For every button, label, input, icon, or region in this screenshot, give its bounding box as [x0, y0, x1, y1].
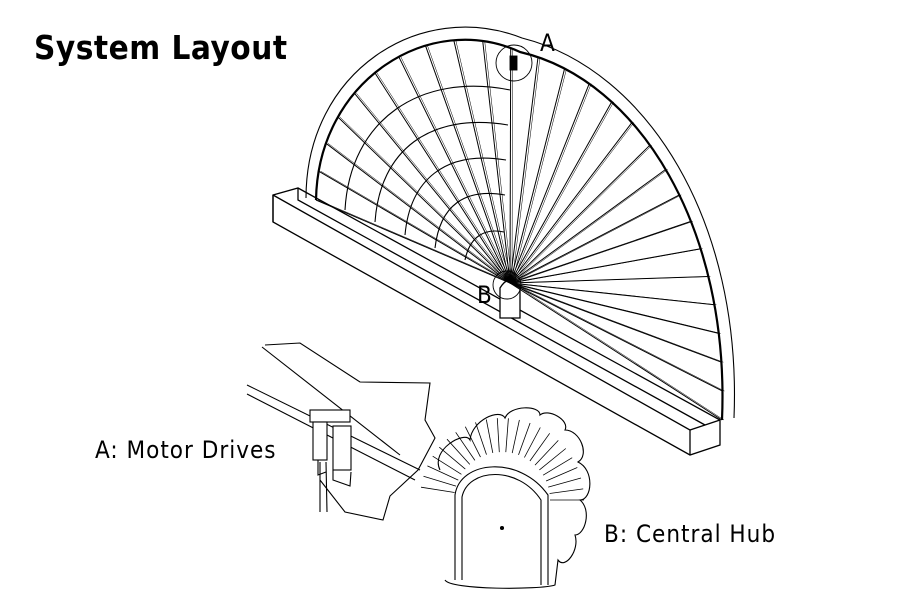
motor-unit-right	[332, 425, 352, 471]
spoke-line	[511, 282, 721, 334]
spoke-line	[511, 83, 592, 284]
central-hub-label: B: Central Hub	[604, 520, 777, 548]
spoke-line	[325, 142, 511, 284]
spoke-line	[511, 282, 717, 306]
spoke-line	[511, 122, 635, 284]
spoke-line	[511, 101, 614, 284]
spoke-line	[315, 199, 511, 284]
motor-drives-label: A: Motor Drives	[95, 436, 277, 464]
radial-spokes	[315, 40, 725, 421]
spoke-line	[509, 68, 566, 284]
detail-motor-drives	[246, 342, 436, 521]
spoke-line	[509, 282, 723, 392]
detail-central-hub	[437, 407, 591, 589]
spoke-line	[509, 282, 719, 334]
spoke-line	[509, 57, 539, 284]
hub-ray	[548, 477, 582, 488]
hub-ray	[439, 446, 466, 470]
spoke-line	[354, 92, 511, 284]
spoke-line	[376, 72, 513, 284]
spoke-line	[509, 220, 692, 284]
spoke-line	[511, 282, 724, 363]
spoke-line	[509, 248, 701, 284]
spoke-line	[339, 116, 513, 284]
spoke-line	[511, 145, 653, 284]
spoke-line	[398, 56, 511, 284]
hub-ray	[485, 419, 494, 453]
spoke-line	[511, 282, 725, 421]
spoke-line	[511, 48, 513, 284]
hub-ray	[511, 419, 520, 454]
spoke-line	[511, 282, 725, 392]
spoke-line	[455, 40, 513, 284]
spoke-line	[511, 169, 668, 284]
hub-ray	[423, 475, 457, 487]
spoke-line	[337, 116, 511, 284]
spoke-line	[317, 199, 513, 284]
hub-ray	[420, 486, 455, 493]
spoke-line	[509, 144, 651, 284]
hub-rays	[420, 418, 584, 501]
spoke-line	[318, 170, 511, 284]
hub-ray	[542, 457, 573, 476]
spoke-line	[374, 72, 511, 284]
motor-unit-left	[312, 421, 328, 461]
hub-ray	[427, 465, 459, 481]
spoke-line	[511, 276, 711, 284]
hub-ray	[545, 467, 578, 482]
motor-mark	[509, 55, 518, 71]
spoke-line	[509, 282, 723, 421]
hub-ray	[534, 440, 559, 466]
callout-label-a: A	[540, 29, 555, 57]
spoke-line	[509, 168, 666, 284]
spoke-line	[320, 170, 513, 284]
outer-arch	[305, 26, 736, 421]
spoke-line	[453, 40, 511, 284]
hub-ray	[549, 488, 584, 494]
hub-ray	[529, 433, 551, 462]
callout-markers	[492, 44, 533, 300]
page-title: System Layout	[34, 28, 288, 67]
spoke-line	[482, 40, 511, 284]
spoke-line	[509, 282, 722, 363]
spoke-line	[509, 48, 512, 284]
hub-ray	[524, 427, 541, 458]
spoke-line	[327, 143, 513, 284]
spoke-line	[511, 68, 567, 284]
hub-ray	[505, 418, 509, 453]
callout-circle-a	[495, 44, 533, 82]
hub-ray	[446, 438, 471, 465]
spoke-line	[484, 40, 513, 284]
spoke-line	[356, 93, 513, 284]
base-trough	[272, 187, 721, 456]
callout-label-b: B	[477, 281, 492, 309]
spoke-line	[511, 221, 693, 284]
spoke-line	[509, 122, 633, 284]
hub-ray	[539, 448, 567, 471]
spoke-line	[511, 57, 541, 284]
hub-ray	[432, 455, 462, 475]
left-lattice	[344, 85, 511, 261]
spoke-line	[425, 45, 511, 284]
spoke-line	[511, 248, 703, 284]
hub-ray	[518, 422, 531, 456]
hub-ray	[455, 432, 476, 461]
spoke-line	[400, 56, 513, 284]
hub-ray	[496, 418, 500, 453]
spoke-line	[427, 45, 513, 284]
spoke-line	[509, 83, 590, 284]
hub-ray	[475, 422, 487, 455]
spoke-line	[511, 194, 682, 284]
callout-circle-b	[492, 270, 522, 300]
motor-bracket	[309, 409, 351, 423]
spoke-line	[509, 101, 613, 284]
hub-ray	[464, 426, 481, 458]
spoke-line	[509, 194, 680, 284]
